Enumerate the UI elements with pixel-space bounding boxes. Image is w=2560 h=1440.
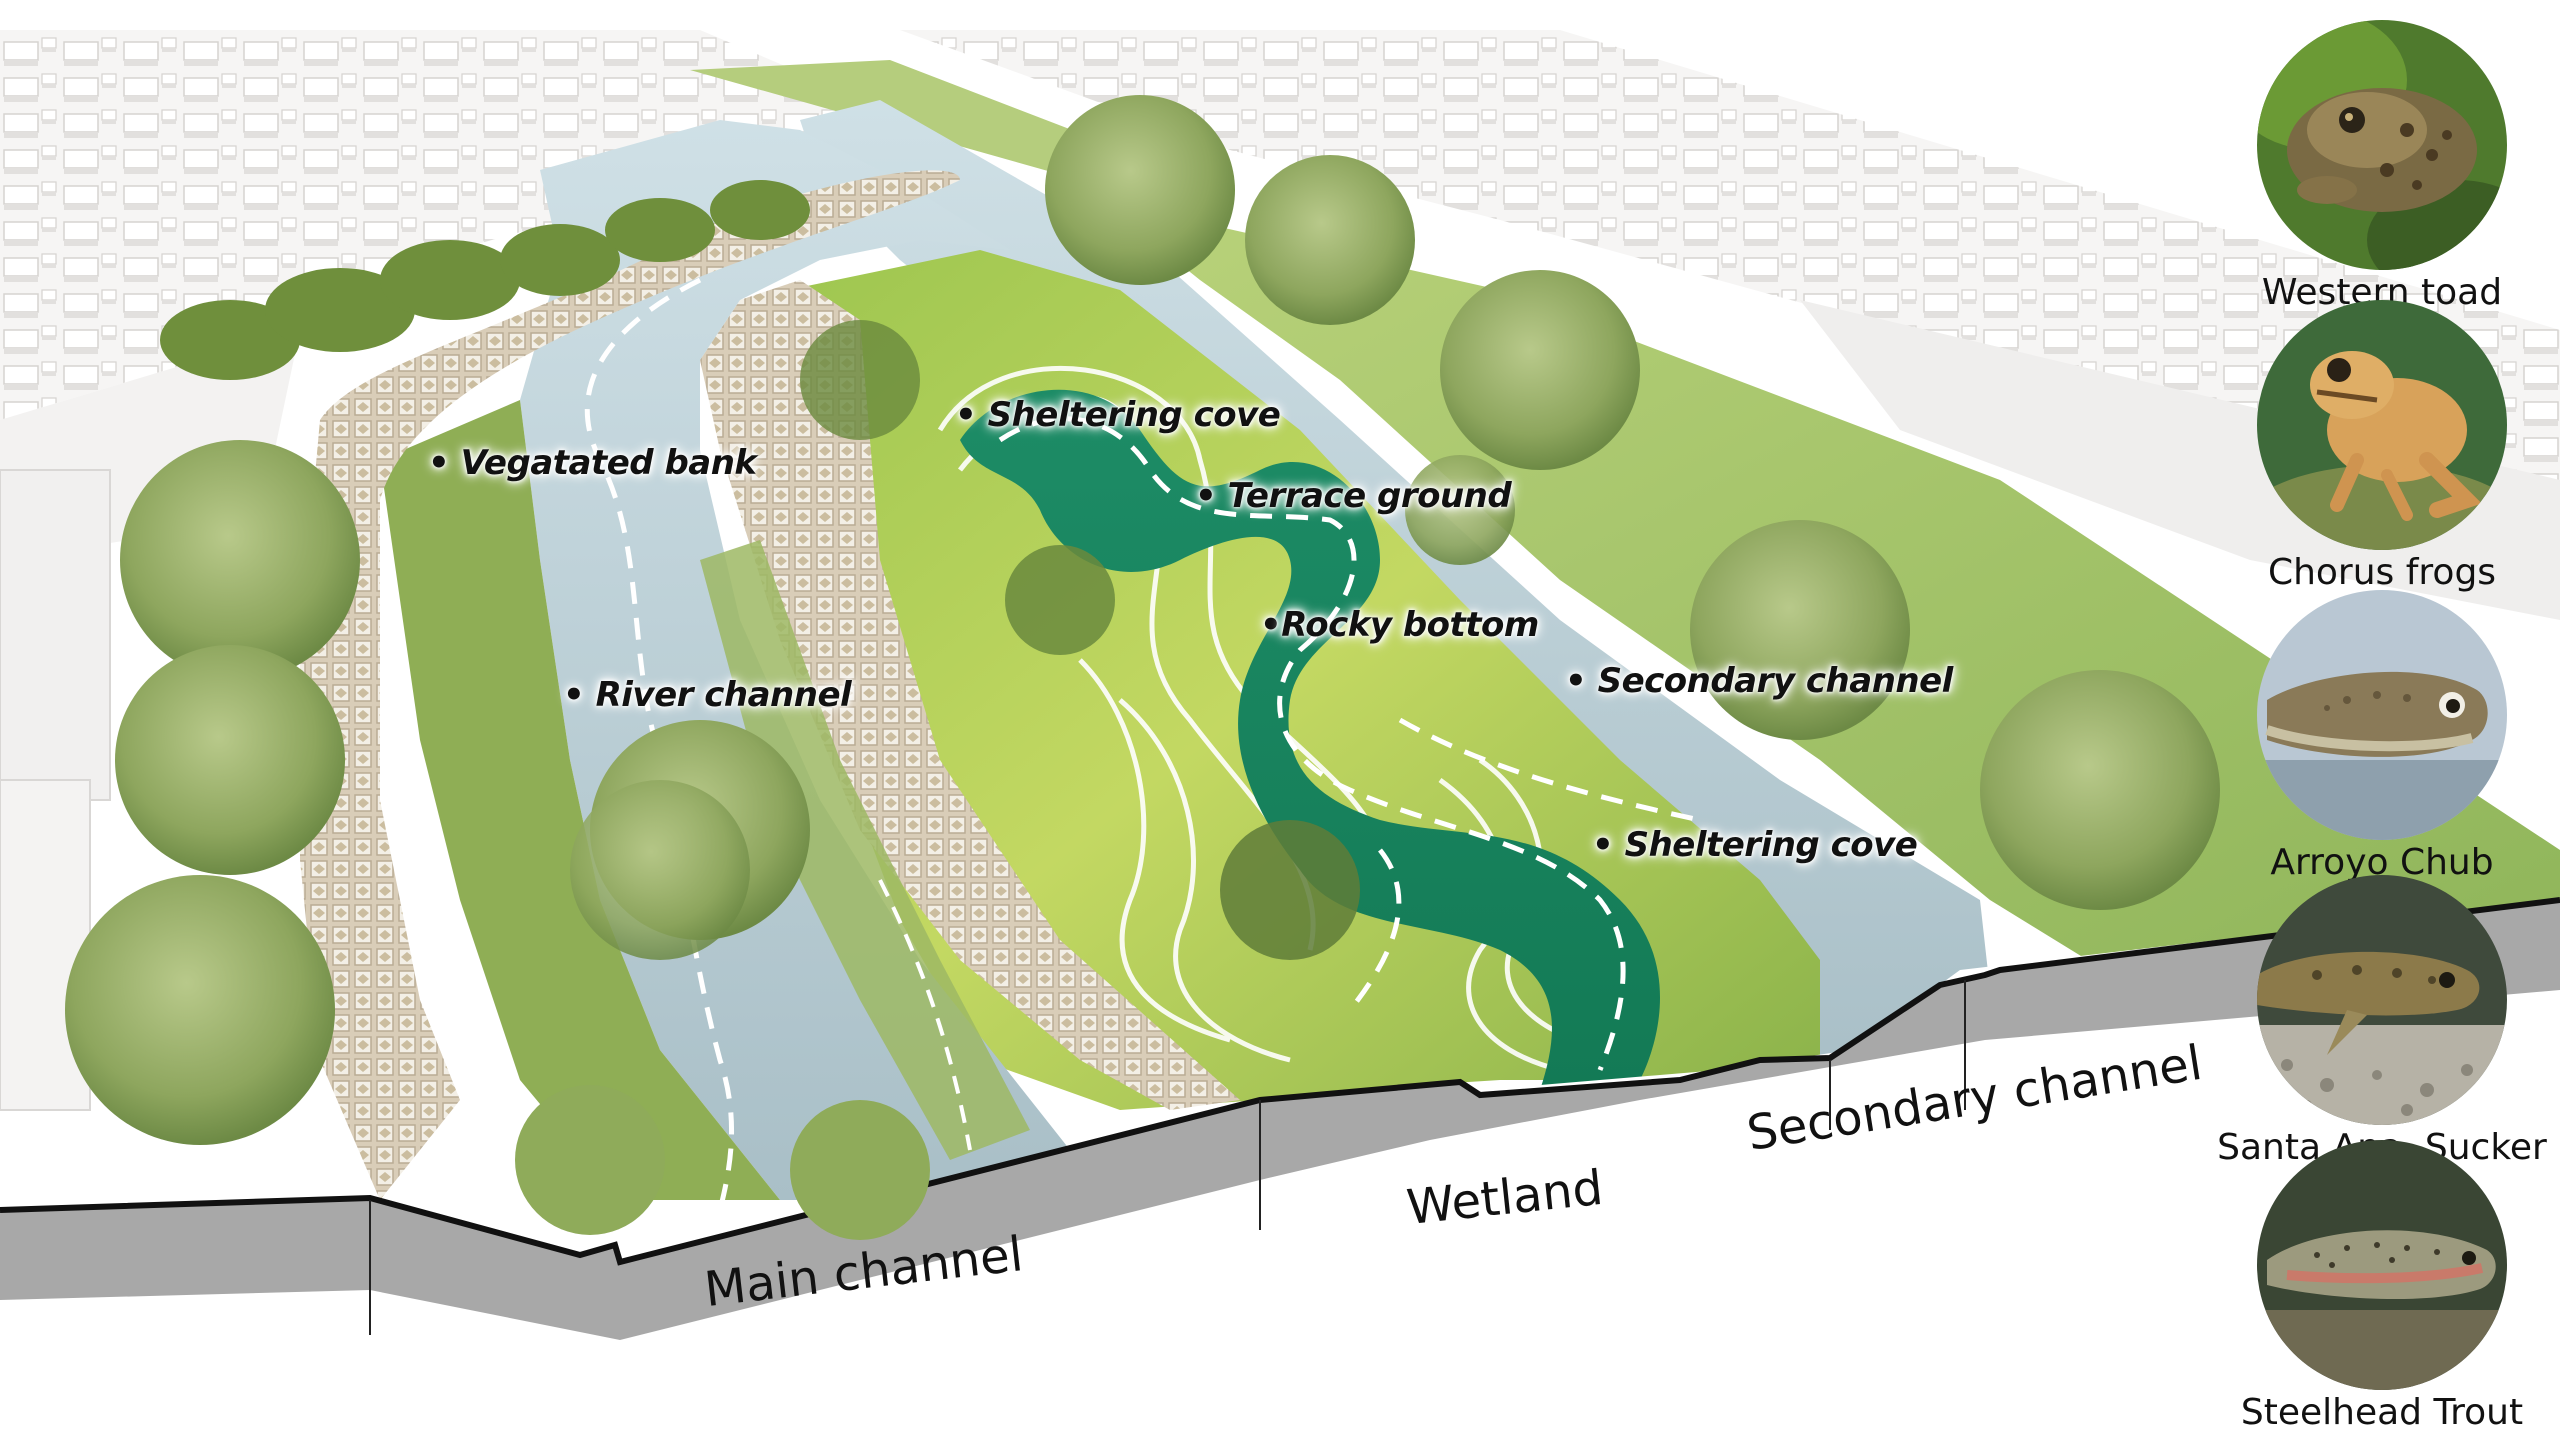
species-arroyo-chub: Arroyo Chub	[2237, 590, 2527, 883]
toad-photo	[2257, 20, 2507, 270]
callout-terrace-ground-text: Terrace ground	[1227, 476, 1512, 516]
tree-canopies	[65, 95, 2220, 1240]
callout-river-channel: • River channel	[563, 675, 852, 715]
callout-river-channel-text: River channel	[595, 675, 852, 715]
callout-vegetated-bank-text: Vegatated bank	[460, 443, 757, 483]
callout-vegetated-bank: • Vegatated bank	[428, 443, 757, 483]
species-name-chorus-frogs: Chorus frogs	[2267, 552, 2497, 593]
tree-row-left	[160, 180, 810, 380]
wetland-channel	[960, 389, 1660, 1090]
section-profile-edge	[0, 897, 2560, 1266]
callout-rocky-bottom-text: Rocky bottom	[1281, 605, 1539, 645]
callout-terrace-ground: • Terrace ground	[1195, 476, 1512, 516]
main-channel-vegetation	[380, 400, 780, 1200]
left-promenade	[300, 170, 960, 1201]
callout-rocky-bottom: •Rocky bottom	[1260, 605, 1539, 645]
river-flow-arrow-2	[878, 879, 972, 1151]
sucker-photo	[2257, 875, 2507, 1125]
top-lawn	[690, 60, 1150, 180]
section-profile	[0, 900, 2560, 1340]
callout-sheltering-cove-lower: • Sheltering cove	[1592, 825, 1918, 865]
species-name-steelhead-trout: Steelhead Trout	[2240, 1392, 2524, 1433]
callout-sheltering-cove-upper-text: Sheltering cove	[987, 395, 1281, 435]
trout-photo	[2257, 1140, 2507, 1390]
wetland-flow-arrows	[998, 416, 1701, 1071]
species-santa-ana-sucker: Santa Ana Sucker	[2212, 875, 2552, 1168]
species-chorus-frogs: Chorus frogs	[2237, 300, 2527, 593]
main-channel-right-bank	[700, 280, 1240, 1110]
frog-photo	[2257, 300, 2507, 550]
callout-secondary-channel-text: Secondary channel	[1597, 661, 1954, 701]
species-western-toad: Western toad	[2237, 20, 2527, 313]
chub-photo	[2257, 590, 2507, 840]
callout-sheltering-cove-lower-text: Sheltering cove	[1624, 825, 1918, 865]
section-dividers	[369, 980, 1966, 1335]
species-steelhead-trout: Steelhead Trout	[2237, 1140, 2527, 1433]
main-channel-vegetation-right	[700, 540, 1030, 1160]
callout-secondary-channel: • Secondary channel	[1565, 661, 1953, 701]
callout-sheltering-cove-upper: • Sheltering cove	[955, 395, 1281, 435]
city-building-left-edge	[0, 469, 111, 801]
river-flow-arrow	[584, 277, 734, 1211]
